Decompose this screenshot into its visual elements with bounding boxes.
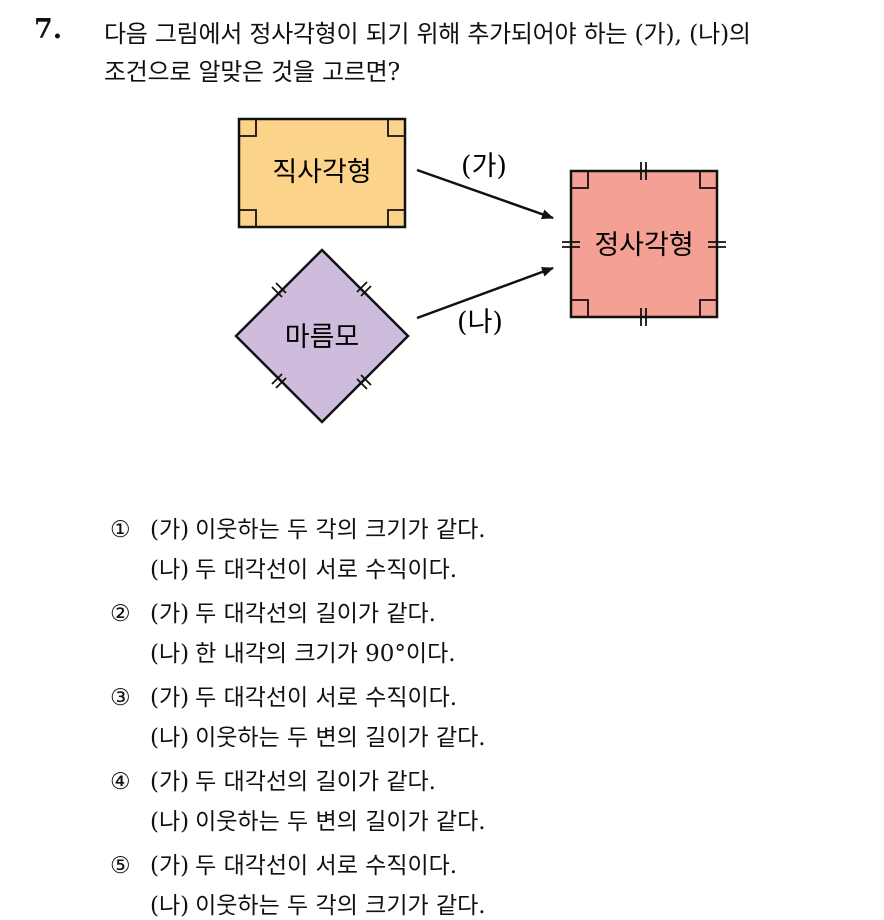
choice-mark: ① — [110, 517, 131, 543]
choice-ga-tag: (가) — [150, 685, 190, 711]
choice-ga-tag: (가) — [150, 769, 190, 795]
choice-ga-tag: (가) — [150, 601, 190, 627]
question-text-line1: 다음 그림에서 정사각형이 되기 위해 추가되어야 하는 (가), (나)의 — [104, 20, 751, 48]
choice-na-text: 한 내각의 크기가 90°이다. — [195, 641, 456, 667]
rhombus-label: 마름모 — [285, 322, 360, 353]
choice-na-text: 이웃하는 두 각의 크기가 같다. — [195, 893, 486, 919]
choice-ga-text: 두 대각선이 서로 수직이다. — [195, 685, 458, 711]
choice-na-tag: (나) — [150, 641, 190, 667]
choice-na-text: 두 대각선이 서로 수직이다. — [195, 557, 458, 583]
square-shape: 정사각형 — [562, 162, 726, 326]
choice-1[interactable]: ① (가)이웃하는 두 각의 크기가 같다. (나)두 대각선이 서로 수직이다. — [110, 510, 486, 584]
arrow-top — [416, 168, 554, 220]
choice-3[interactable]: ③ (가)두 대각선이 서로 수직이다. (나)이웃하는 두 변의 길이가 같다. — [110, 678, 486, 752]
choice-mark: ② — [110, 601, 131, 627]
question-number: 7. — [34, 14, 63, 45]
choice-2[interactable]: ② (가)두 대각선의 길이가 같다. (나)한 내각의 크기가 90°이다. — [110, 594, 456, 668]
arrow-bottom-label: (나) — [457, 307, 503, 338]
rhombus-shape: 마름모 — [234, 248, 410, 424]
question-text-line2: 조건으로 알맞은 것을 고르면? — [104, 58, 400, 86]
choice-mark: ④ — [110, 769, 131, 795]
choice-na-text: 이웃하는 두 변의 길이가 같다. — [195, 809, 486, 835]
rectangle-shape: 직사각형 — [237, 117, 407, 229]
choice-na-tag: (나) — [150, 725, 190, 751]
choice-5[interactable]: ⑤ (가)두 대각선이 서로 수직이다. (나)이웃하는 두 각의 크기가 같다. — [110, 846, 486, 920]
choice-na-tag: (나) — [150, 809, 190, 835]
choice-na-tag: (나) — [150, 557, 190, 583]
choice-ga-text: 두 대각선의 길이가 같다. — [195, 769, 436, 795]
choice-4[interactable]: ④ (가)두 대각선의 길이가 같다. (나)이웃하는 두 변의 길이가 같다. — [110, 762, 486, 836]
arrow-bottom — [416, 266, 554, 320]
choice-ga-tag: (가) — [150, 517, 190, 543]
choice-mark: ⑤ — [110, 853, 131, 879]
choice-ga-text: 두 대각선이 서로 수직이다. — [195, 853, 458, 879]
choice-ga-text: 이웃하는 두 각의 크기가 같다. — [195, 517, 486, 543]
rectangle-label: 직사각형 — [272, 157, 371, 188]
arrow-top-label: (가) — [461, 151, 507, 182]
choice-ga-tag: (가) — [150, 853, 190, 879]
choice-mark: ③ — [110, 685, 131, 711]
equal-side-ticks — [562, 162, 726, 326]
choice-ga-text: 두 대각선의 길이가 같다. — [195, 601, 436, 627]
choice-na-text: 이웃하는 두 변의 길이가 같다. — [195, 725, 486, 751]
square-label: 정사각형 — [594, 230, 693, 261]
choice-na-tag: (나) — [150, 893, 190, 919]
right-angle-marks — [571, 171, 717, 317]
right-angle-marks — [239, 119, 405, 227]
equal-side-ticks — [271, 281, 372, 390]
